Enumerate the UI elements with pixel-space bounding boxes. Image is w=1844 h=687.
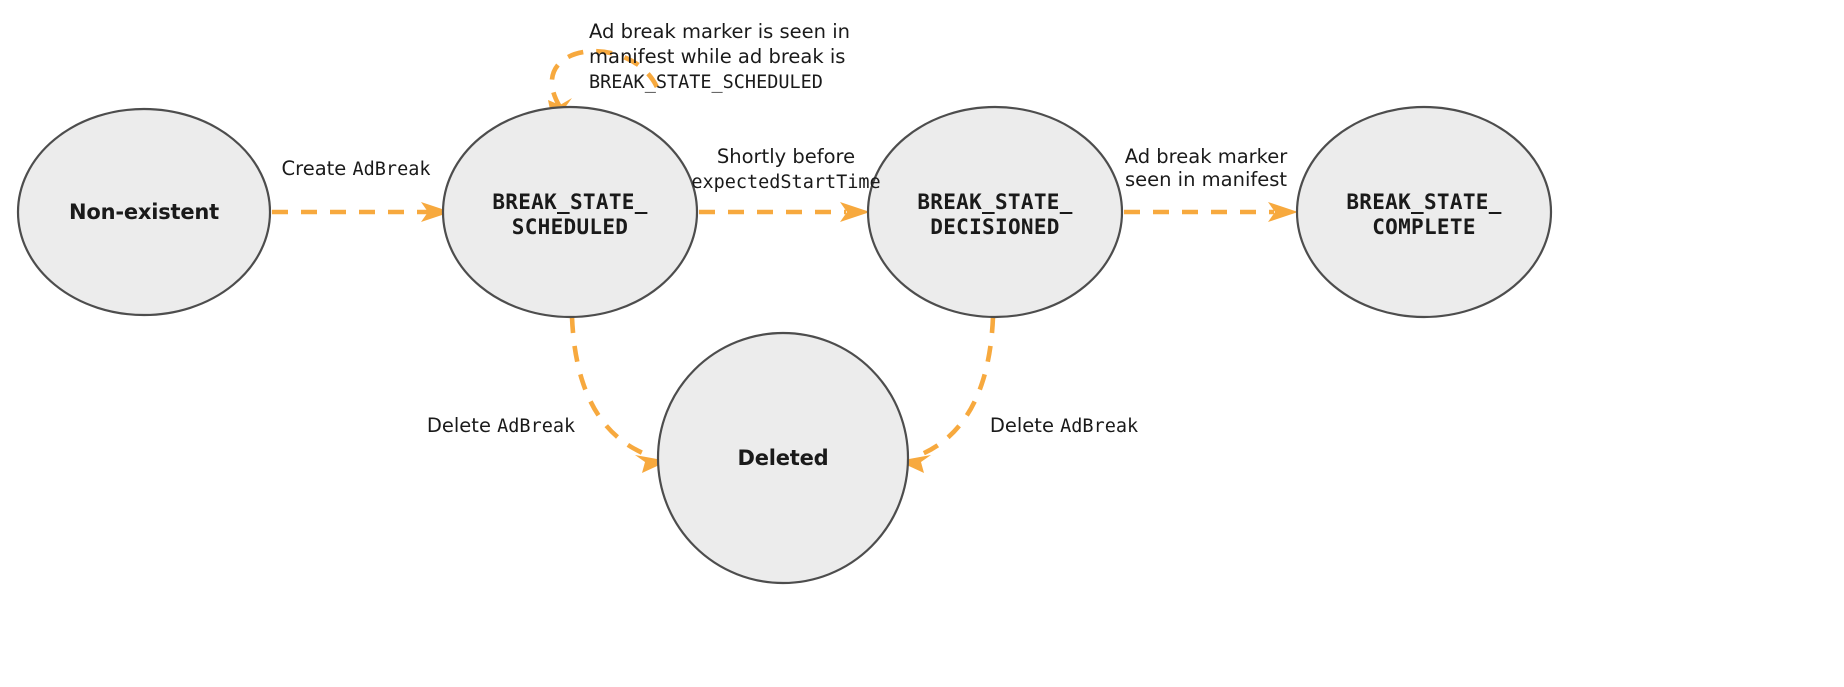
node-break-state-scheduled-label-line2: SCHEDULED — [512, 215, 629, 239]
node-break-state-decisioned[interactable]: BREAK_STATE_ DECISIONED — [866, 105, 1124, 319]
node-break-state-decisioned-shape[interactable] — [866, 105, 1124, 319]
edge-label-self-loop-scheduled: Ad break marker is seen in manifest whil… — [589, 20, 850, 93]
node-break-state-decisioned-label-line1: BREAK_STATE_ — [917, 190, 1072, 214]
edge-label-self-loop-line1: Ad break marker is seen in — [589, 20, 850, 43]
edge-label-create-adbreak-code: AdBreak — [353, 159, 431, 180]
edge-delete-from-scheduled-path — [569, 316, 646, 457]
edge-label-delete-from-scheduled-text: Delete AdBreak — [427, 414, 575, 437]
node-deleted[interactable]: Deleted — [656, 331, 910, 585]
node-break-state-complete[interactable]: BREAK_STATE_ COMPLETE — [1295, 105, 1553, 319]
edge-marker-seen-in-manifest — [1124, 202, 1298, 222]
edge-label-delete-adbreak-from-decisioned: Delete AdBreak — [990, 414, 1138, 437]
node-non-existent-label: Non-existent — [69, 200, 219, 224]
edge-create-adbreak-arrowhead — [421, 202, 451, 222]
edge-label-self-loop-code: BREAK_STATE_SCHEDULED — [589, 72, 823, 93]
edge-label-create-adbreak-text: Create AdBreak — [282, 157, 431, 180]
node-break-state-scheduled-label-line1: BREAK_STATE_ — [492, 190, 647, 214]
edge-delete-adbreak-from-decisioned — [898, 316, 996, 473]
edge-label-shortly-before: Shortly before expectedStartTime — [691, 145, 880, 193]
edge-label-shortly-before-line1: Shortly before — [717, 145, 855, 168]
node-break-state-scheduled-shape[interactable] — [441, 105, 699, 319]
edge-label-marker-seen-in-manifest: Ad break marker seen in manifest — [1125, 145, 1289, 191]
edge-shortly-before-expected-start-time — [699, 202, 870, 222]
edge-delete-from-decisioned-path — [921, 316, 996, 457]
edge-label-delete-from-scheduled-code: AdBreak — [497, 416, 575, 437]
edge-label-shortly-before-code: expectedStartTime — [691, 172, 880, 193]
edge-label-marker-seen-line2: seen in manifest — [1125, 168, 1287, 191]
node-break-state-decisioned-label-line2: DECISIONED — [930, 215, 1059, 239]
edge-label-delete-from-decisioned-code: AdBreak — [1060, 416, 1138, 437]
node-break-state-complete-shape[interactable] — [1295, 105, 1553, 319]
node-non-existent-shape[interactable] — [16, 107, 272, 317]
node-deleted-shape[interactable] — [656, 331, 910, 585]
edge-label-delete-adbreak-from-scheduled: Delete AdBreak — [427, 414, 575, 437]
node-break-state-complete-label-line2: COMPLETE — [1372, 215, 1476, 239]
edge-delete-adbreak-from-scheduled — [569, 316, 668, 473]
edge-label-create-adbreak: Create AdBreak — [282, 157, 431, 180]
edge-shortly-before-arrowhead — [840, 202, 870, 222]
edge-label-delete-from-scheduled-plain: Delete — [427, 414, 497, 437]
node-break-state-complete-label-line1: BREAK_STATE_ — [1346, 190, 1501, 214]
edge-label-create-adbreak-plain: Create — [282, 157, 353, 180]
edge-label-marker-seen-line1: Ad break marker — [1125, 145, 1289, 168]
node-deleted-label: Deleted — [737, 446, 828, 470]
edge-marker-seen-arrowhead — [1268, 202, 1298, 222]
edge-label-self-loop-line2: manifest while ad break is — [589, 45, 845, 68]
node-break-state-scheduled[interactable]: BREAK_STATE_ SCHEDULED — [441, 105, 699, 319]
edge-label-delete-from-decisioned-plain: Delete — [990, 414, 1060, 437]
edge-create-adbreak — [272, 202, 451, 222]
edge-label-delete-from-decisioned-text: Delete AdBreak — [990, 414, 1138, 437]
node-non-existent[interactable]: Non-existent — [16, 107, 272, 317]
